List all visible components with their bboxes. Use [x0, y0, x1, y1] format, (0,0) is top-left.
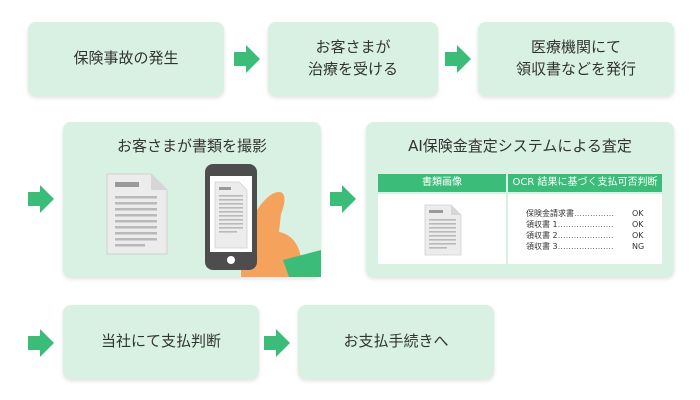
result-row: 領収書 2…………………	[526, 231, 614, 240]
arrow-right-icon	[264, 329, 290, 357]
result-row: 領収書 3…………………	[526, 242, 614, 251]
step-receipt-issue: 医療機関にて 領収書などを発行	[478, 22, 674, 96]
arrow-right-icon	[330, 185, 356, 213]
step-payment-decision-label: 当社にて支払判断	[100, 332, 221, 351]
step-treatment-line2: 治療を受ける	[307, 60, 398, 78]
step-receipt-issue-line2: 領収書などを発行	[515, 60, 636, 78]
document-icon	[106, 173, 168, 255]
step-treatment: お客さまが 治療を受ける	[268, 22, 438, 96]
step-ai-assessment-title: AI保険金査定システムによる査定	[408, 137, 632, 155]
step-treatment-line1: お客さまが	[315, 38, 391, 57]
table-cell-document-image	[378, 194, 506, 264]
arrow-right-icon	[234, 45, 260, 73]
step-payment-procedure-label: お支払手続きへ	[343, 332, 449, 351]
table-header-document-image: 書類画像	[378, 174, 506, 192]
step-payment-procedure: お支払手続きへ	[298, 305, 494, 379]
step-payment-decision: 当社にて支払判断	[63, 305, 259, 379]
smartphone-photo-icon	[205, 164, 321, 277]
arrow-right-icon	[28, 185, 54, 213]
result-row: 保険金請求書……………	[526, 209, 614, 218]
step-ai-assessment: AI保険金査定システムによる査定 書類画像 OCR 結果に基づく支払可否判断 保	[366, 122, 674, 277]
result-status-ok: OK	[632, 220, 644, 229]
result-status-ok: OK	[632, 209, 644, 218]
table-cell-ocr-results: 保険金請求書…………… OK 領収書 1………………… OK 領収書 2……………	[508, 194, 662, 264]
result-status-ok: OK	[632, 231, 644, 240]
step-accident-label: 保険事故の発生	[73, 49, 179, 68]
step-photograph-title: お客さまが書類を撮影	[116, 137, 267, 155]
step-photograph: お客さまが書類を撮影	[63, 122, 321, 277]
arrow-right-icon	[445, 45, 471, 73]
step-accident: 保険事故の発生	[28, 22, 224, 96]
result-row: 領収書 1…………………	[526, 220, 614, 229]
document-icon	[424, 204, 462, 256]
arrow-right-icon	[28, 329, 54, 357]
step-receipt-issue-line1: 医療機関にて	[530, 38, 621, 57]
result-status-ng: NG	[632, 242, 645, 251]
table-header-ocr-judgment: OCR 結果に基づく支払可否判断	[508, 174, 662, 192]
